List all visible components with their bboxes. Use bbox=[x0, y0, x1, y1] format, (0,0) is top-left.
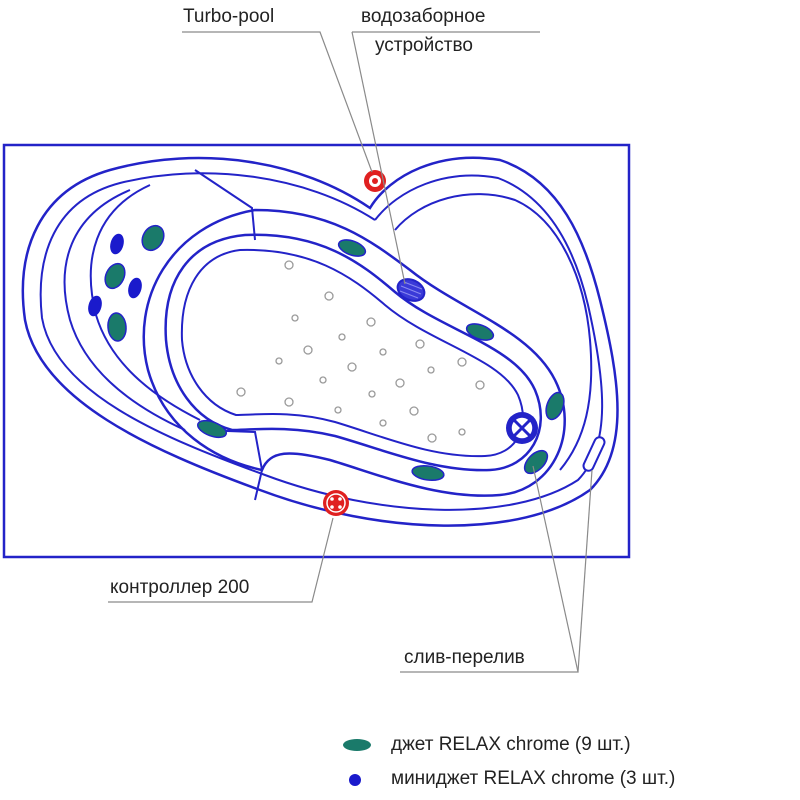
overflow-icon bbox=[582, 436, 606, 472]
air-hole bbox=[409, 406, 419, 416]
leader-controller bbox=[108, 517, 334, 603]
leader-turbo-pool bbox=[182, 31, 373, 173]
leader-overflow bbox=[577, 469, 593, 673]
air-hole bbox=[427, 433, 437, 443]
air-hole bbox=[415, 339, 425, 349]
jet bbox=[196, 419, 228, 439]
jet bbox=[545, 391, 565, 421]
air-hole bbox=[291, 314, 299, 322]
air-hole bbox=[366, 317, 376, 327]
leader-drain bbox=[400, 465, 579, 673]
minijet bbox=[110, 233, 124, 255]
label-turbo-pool: Turbo-pool bbox=[183, 6, 275, 27]
seat-divider-top bbox=[194, 169, 256, 241]
tub-step bbox=[63, 189, 186, 431]
jet bbox=[337, 239, 367, 257]
air-hole bbox=[275, 357, 283, 365]
air-hole bbox=[457, 357, 467, 367]
jet bbox=[141, 224, 165, 252]
air-hole bbox=[324, 291, 334, 301]
label-controller: контроллер 200 bbox=[110, 577, 250, 598]
air-hole bbox=[319, 376, 327, 384]
air-hole bbox=[303, 345, 313, 355]
jet bbox=[104, 262, 126, 290]
seat-divider-bottom bbox=[199, 429, 264, 501]
air-hole bbox=[458, 428, 466, 436]
backrest-curve bbox=[394, 193, 593, 471]
legend-minijet-marker bbox=[349, 774, 361, 786]
jet bbox=[411, 464, 445, 482]
drain-icon bbox=[506, 412, 538, 444]
controller-icon bbox=[323, 490, 349, 516]
jet bbox=[465, 323, 495, 341]
air-hole bbox=[379, 348, 387, 356]
legend-minijet-text: миниджет RELAX chrome (3 шт.) bbox=[391, 768, 676, 789]
jets bbox=[104, 224, 565, 482]
label-intake-line1: водозаборное bbox=[361, 6, 486, 27]
label-intake-line2: устройство bbox=[375, 35, 473, 56]
air-hole bbox=[427, 366, 435, 374]
basin-floor-inner bbox=[180, 248, 524, 458]
air-hole bbox=[236, 387, 246, 397]
minijet bbox=[128, 277, 142, 299]
jet bbox=[107, 312, 127, 342]
tub-step-2 bbox=[89, 184, 201, 421]
label-drain: слив-перелив bbox=[404, 647, 525, 668]
air-hole bbox=[334, 406, 342, 414]
air-hole bbox=[347, 362, 357, 372]
tub-frame bbox=[2, 143, 631, 559]
air-hole bbox=[475, 380, 485, 390]
tub-rim-inner bbox=[39, 172, 604, 511]
air-hole bbox=[284, 397, 294, 407]
turbo-pool-icon bbox=[364, 170, 386, 192]
tub-outer-outline bbox=[21, 156, 619, 527]
air-holes bbox=[236, 260, 485, 443]
legend-jet-text: джет RELAX chrome (9 шт.) bbox=[391, 734, 631, 755]
leader-lines bbox=[108, 31, 593, 673]
legend-jet-marker bbox=[343, 739, 371, 751]
air-hole bbox=[284, 260, 294, 270]
leader-intake-down bbox=[351, 31, 406, 285]
basin-outer bbox=[142, 208, 566, 497]
jet bbox=[523, 449, 549, 475]
air-hole bbox=[379, 419, 387, 427]
intake-device bbox=[396, 278, 426, 302]
minijets bbox=[88, 233, 142, 317]
air-hole bbox=[395, 378, 405, 388]
minijet bbox=[88, 295, 102, 317]
air-hole bbox=[368, 390, 376, 398]
basin-floor bbox=[164, 233, 543, 472]
air-hole bbox=[338, 333, 346, 341]
